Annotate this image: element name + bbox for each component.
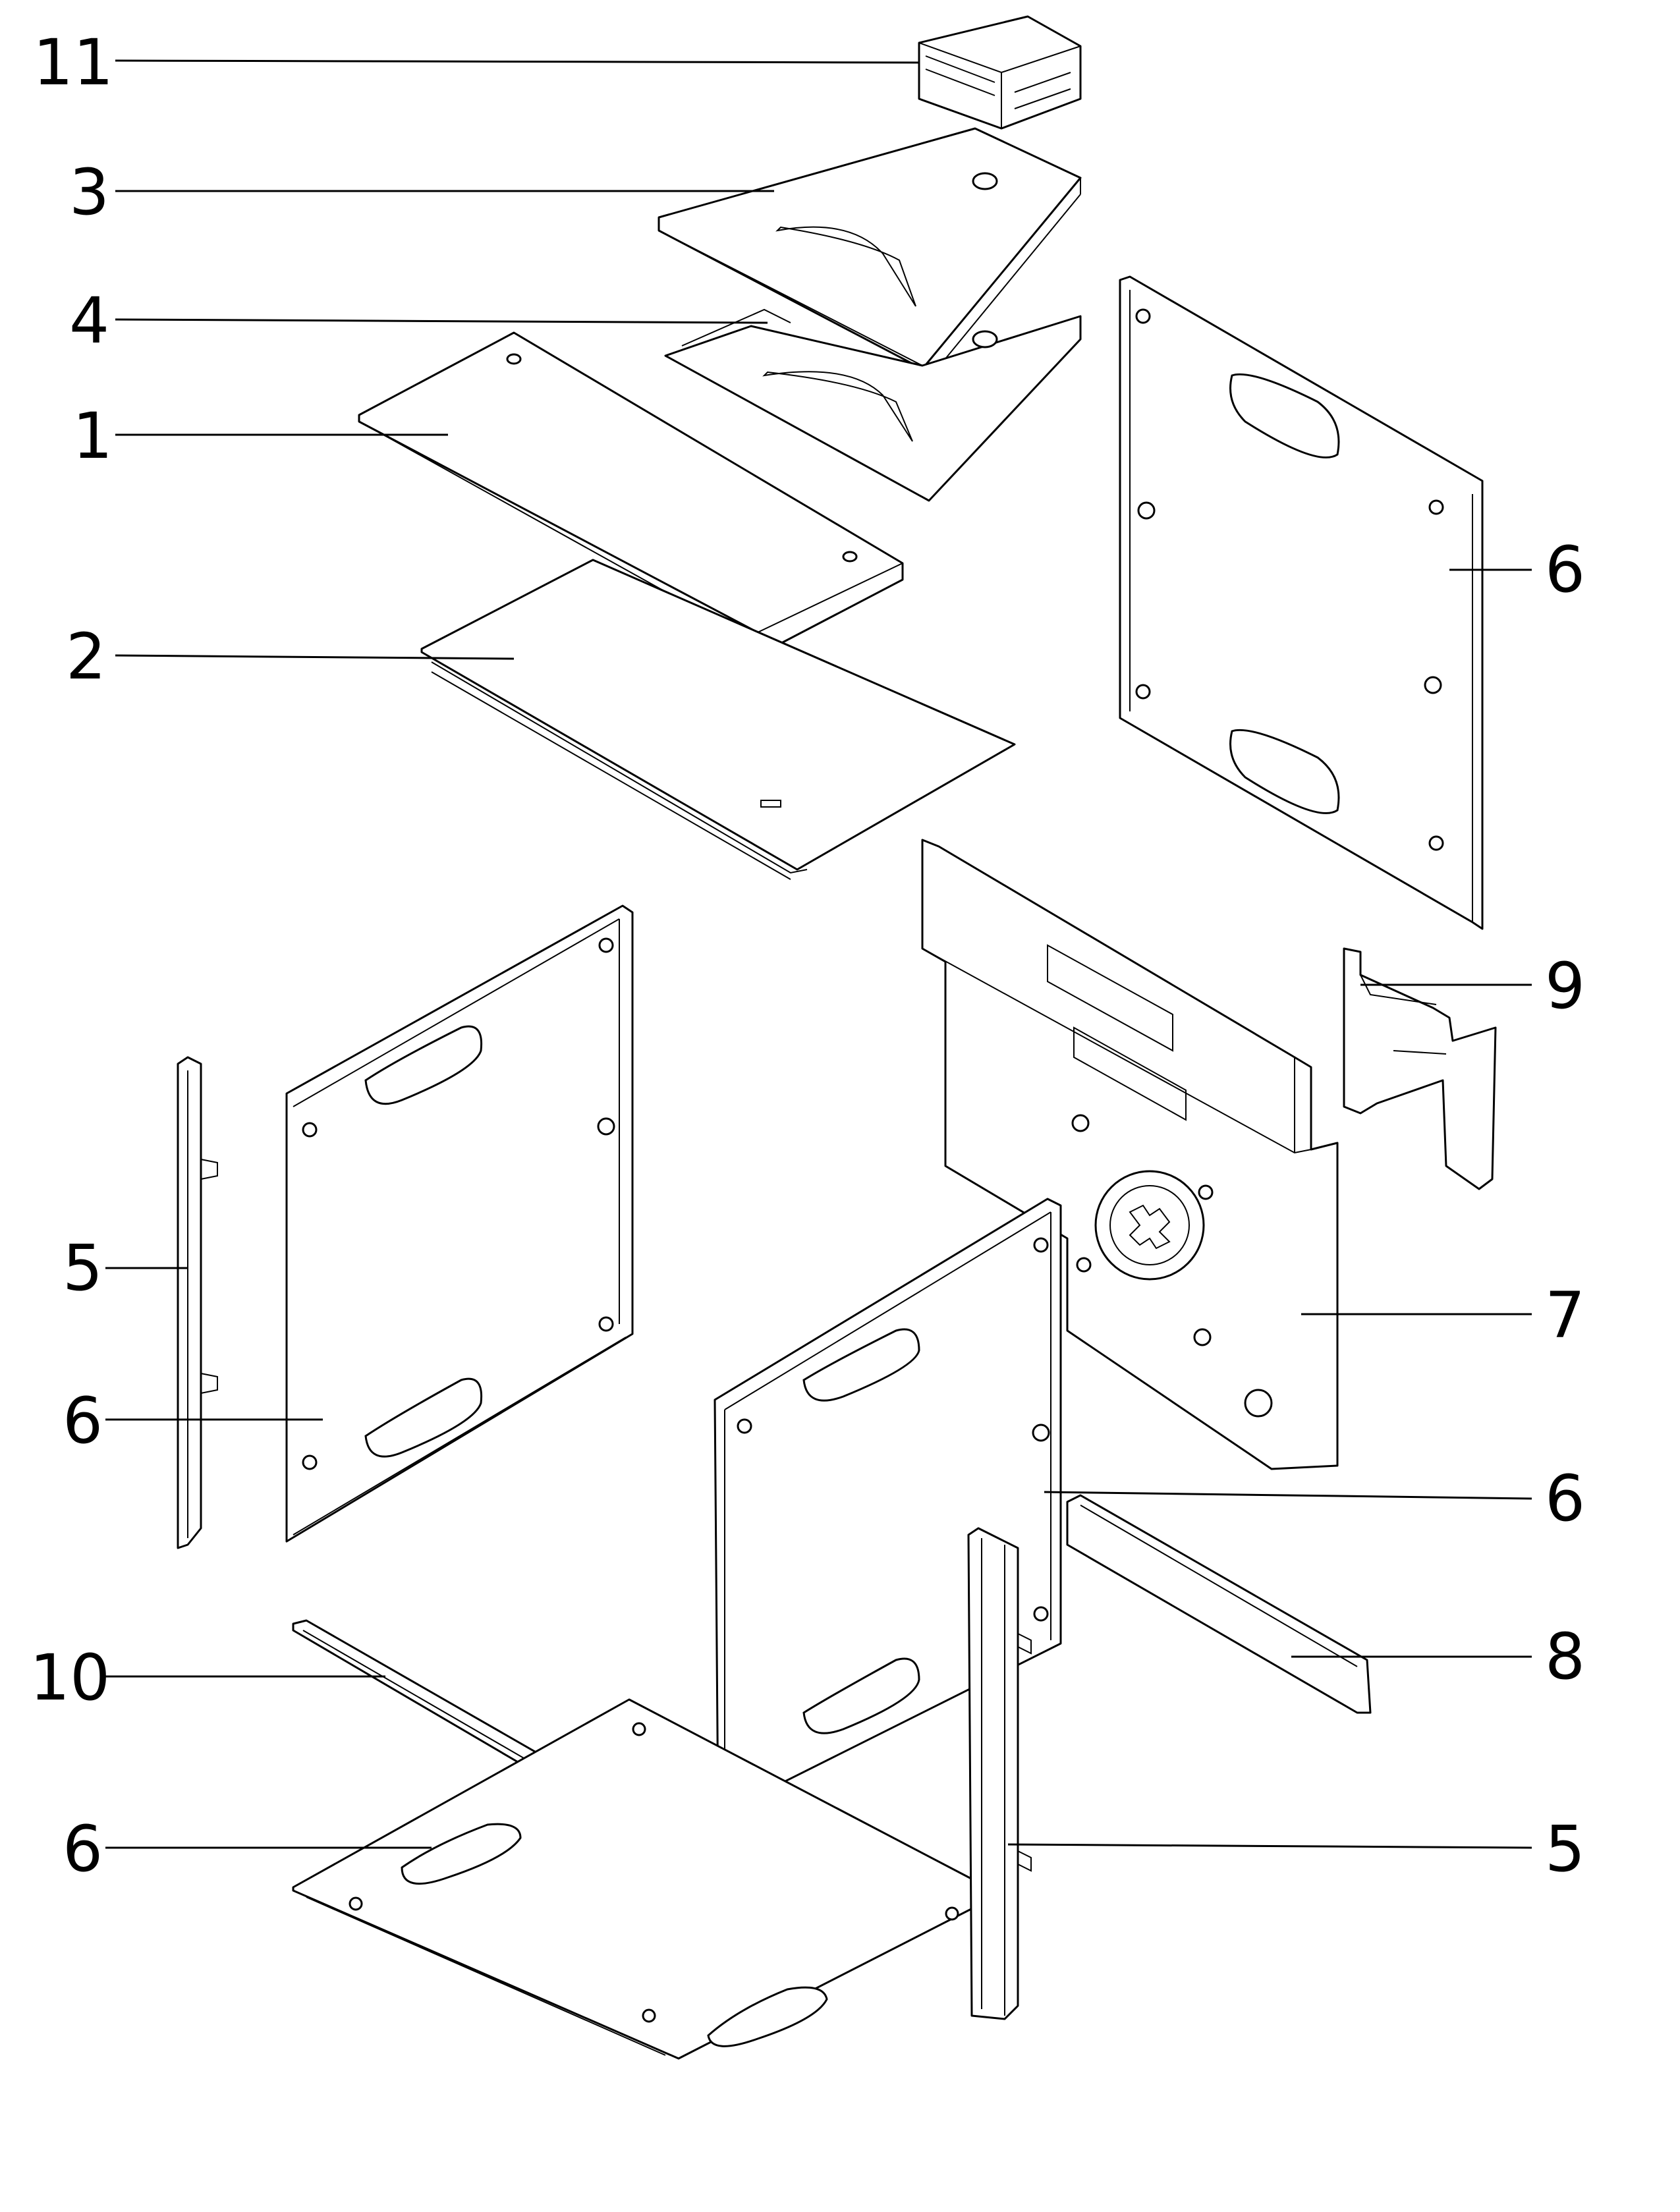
leader-4 bbox=[115, 318, 768, 324]
callout-1: 1 bbox=[72, 399, 113, 473]
callout-4: 4 bbox=[69, 284, 109, 358]
part-5-right-strip bbox=[967, 1527, 1032, 2020]
part-4-lower-plate bbox=[664, 308, 1082, 502]
callout-6-left-panel: 6 bbox=[63, 1384, 103, 1458]
callout-6-center-panel: 6 bbox=[1545, 1462, 1585, 1535]
callout-8: 8 bbox=[1545, 1620, 1585, 1694]
part-8-rod bbox=[1066, 1494, 1372, 1714]
callout-6-bottom-panel: 6 bbox=[63, 1812, 103, 1886]
part-11-top-box bbox=[918, 15, 1082, 130]
part-6-left-side-panel bbox=[285, 904, 634, 1543]
leader-6c bbox=[1044, 1491, 1532, 1500]
part-2-bottom-sheet bbox=[420, 559, 1016, 880]
part-5-left-strip bbox=[177, 1056, 218, 1549]
part-6-bottom-panel bbox=[292, 1698, 976, 2060]
part-7-rear-panel bbox=[921, 839, 1339, 1470]
callout-11: 11 bbox=[33, 26, 113, 99]
callout-5-left-strip: 5 bbox=[63, 1231, 103, 1305]
leader-11 bbox=[115, 59, 920, 64]
leader-lines bbox=[105, 59, 1532, 1849]
callout-10: 10 bbox=[30, 1641, 110, 1715]
leader-5b bbox=[1007, 1843, 1532, 1849]
part-9-bracket bbox=[1343, 947, 1497, 1190]
callout-5-right-strip: 5 bbox=[1545, 1812, 1585, 1886]
callout-7: 7 bbox=[1545, 1279, 1585, 1352]
callout-9: 9 bbox=[1545, 949, 1585, 1023]
callout-3: 3 bbox=[69, 155, 109, 229]
leader-2 bbox=[115, 654, 515, 660]
callout-labels: 11 3 4 1 2 6 9 5 7 6 6 8 10 6 5 bbox=[30, 26, 1585, 1886]
part-6-right-side-panel bbox=[1119, 275, 1484, 930]
callout-6-right-panel: 6 bbox=[1545, 533, 1585, 607]
callout-2: 2 bbox=[66, 620, 106, 694]
